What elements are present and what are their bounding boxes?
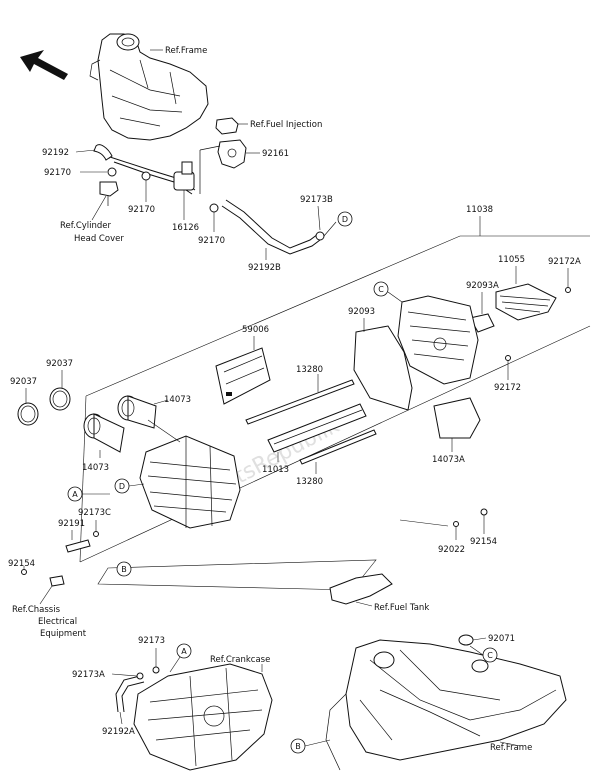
label-92071: 92071 (488, 634, 515, 644)
bracket-92161 (217, 139, 247, 169)
svg-text:B: B (295, 742, 301, 751)
svg-text:C: C (487, 651, 493, 660)
callout-c-bottom: C (482, 647, 498, 663)
plate-59006 (215, 347, 271, 405)
label-92154-a: 92154 (8, 559, 35, 569)
cover-11013 (267, 403, 367, 453)
callout-d-middle: D (114, 478, 130, 494)
hose-92192a (115, 675, 145, 713)
label-11013: 11013 (262, 465, 289, 475)
label-16126: 16126 (172, 223, 199, 233)
callout-d-top: D (337, 211, 353, 227)
label-ref-chassis-1: Ref.Chassis (12, 605, 61, 615)
hose-92192b (221, 199, 325, 255)
label-92154-b: 92154 (470, 537, 497, 547)
frame-bottom-drawing (325, 639, 567, 771)
frame-top-drawing (89, 33, 209, 141)
label-92037-a: 92037 (46, 359, 73, 369)
label-92172: 92172 (494, 383, 521, 393)
seal-92093 (353, 325, 413, 411)
callout-a-bottom: A (176, 643, 192, 659)
label-92192: 92192 (42, 148, 69, 158)
svg-text:D: D (119, 482, 125, 491)
label-92173c: 92173C (78, 508, 111, 518)
svg-text:A: A (72, 490, 78, 499)
label-92170-a: 92170 (44, 168, 71, 178)
clamp-92037-a (49, 387, 71, 411)
label-92172a: 92172A (548, 257, 581, 267)
label-92093a: 92093A (466, 281, 499, 291)
callout-a-middle: A (67, 486, 83, 502)
label-11038: 11038 (466, 205, 493, 215)
label-13280-a: 13280 (296, 365, 323, 375)
label-92170-c: 92170 (198, 236, 225, 246)
air-box-lower (139, 435, 241, 529)
svg-text:C: C (378, 285, 384, 294)
label-ref-fuel-injection: Ref.Fuel Injection (250, 120, 322, 130)
callout-b-middle: B (116, 561, 132, 577)
label-11055: 11055 (498, 255, 525, 265)
valve-16126 (173, 145, 221, 194)
label-92170-b: 92170 (128, 205, 155, 215)
label-ref-cylinder-1: Ref.Cylinder (60, 221, 112, 231)
assembly-outline-11038 (79, 235, 591, 563)
label-59006: 59006 (242, 325, 269, 335)
direction-arrow-icon (20, 50, 68, 80)
callout-c-housing: C (373, 281, 389, 297)
strip-13280-b (299, 429, 377, 465)
label-ref-frame-bottom: Ref.Frame (490, 743, 532, 753)
label-ref-frame-top: Ref.Frame (165, 46, 207, 56)
fuel-injection-part (215, 117, 239, 135)
callout-b-bottom: B (290, 738, 306, 754)
svg-text:B: B (121, 565, 127, 574)
label-14073a: 14073A (432, 455, 465, 465)
cylinder-head-fitting (99, 181, 119, 206)
label-ref-chassis-2: Electrical (38, 617, 77, 627)
upper-housing (397, 295, 479, 385)
clamp-92170-a (107, 167, 117, 177)
clamp-92037-b (17, 402, 39, 426)
label-92173b: 92173B (300, 195, 333, 205)
label-92093: 92093 (348, 307, 375, 317)
label-ref-fuel-tank: Ref.Fuel Tank (374, 603, 429, 613)
label-13280-b: 13280 (296, 477, 323, 487)
element-11055 (495, 283, 557, 321)
clamp-92170-b (141, 171, 151, 181)
label-92192b: 92192B (248, 263, 281, 273)
duct-14073-a (117, 395, 157, 429)
label-ref-chassis-3: Equipment (40, 629, 87, 639)
svg-text:D: D (342, 215, 348, 224)
svg-text:A: A (181, 647, 187, 656)
label-92192a: 92192A (102, 727, 135, 737)
label-92173a: 92173A (72, 670, 105, 680)
label-92173: 92173 (138, 636, 165, 646)
label-14073-b: 14073 (82, 463, 109, 473)
label-92191: 92191 (58, 519, 85, 529)
label-14073-a: 14073 (164, 395, 191, 405)
duct-14073a (433, 397, 481, 439)
label-92037-b: 92037 (10, 377, 37, 387)
strip-13280-a (245, 379, 355, 425)
label-ref-cylinder-2: Head Cover (74, 234, 124, 244)
fuel-tank-bracket (329, 573, 393, 605)
label-ref-crankcase: Ref.Crankcase (210, 655, 270, 665)
label-92022: 92022 (438, 545, 465, 555)
crankcase-drawing (133, 663, 273, 771)
label-92161: 92161 (262, 149, 289, 159)
duct-14073-b (83, 413, 125, 453)
grommet-92071 (458, 634, 474, 646)
clamp-92170-c (209, 203, 219, 213)
